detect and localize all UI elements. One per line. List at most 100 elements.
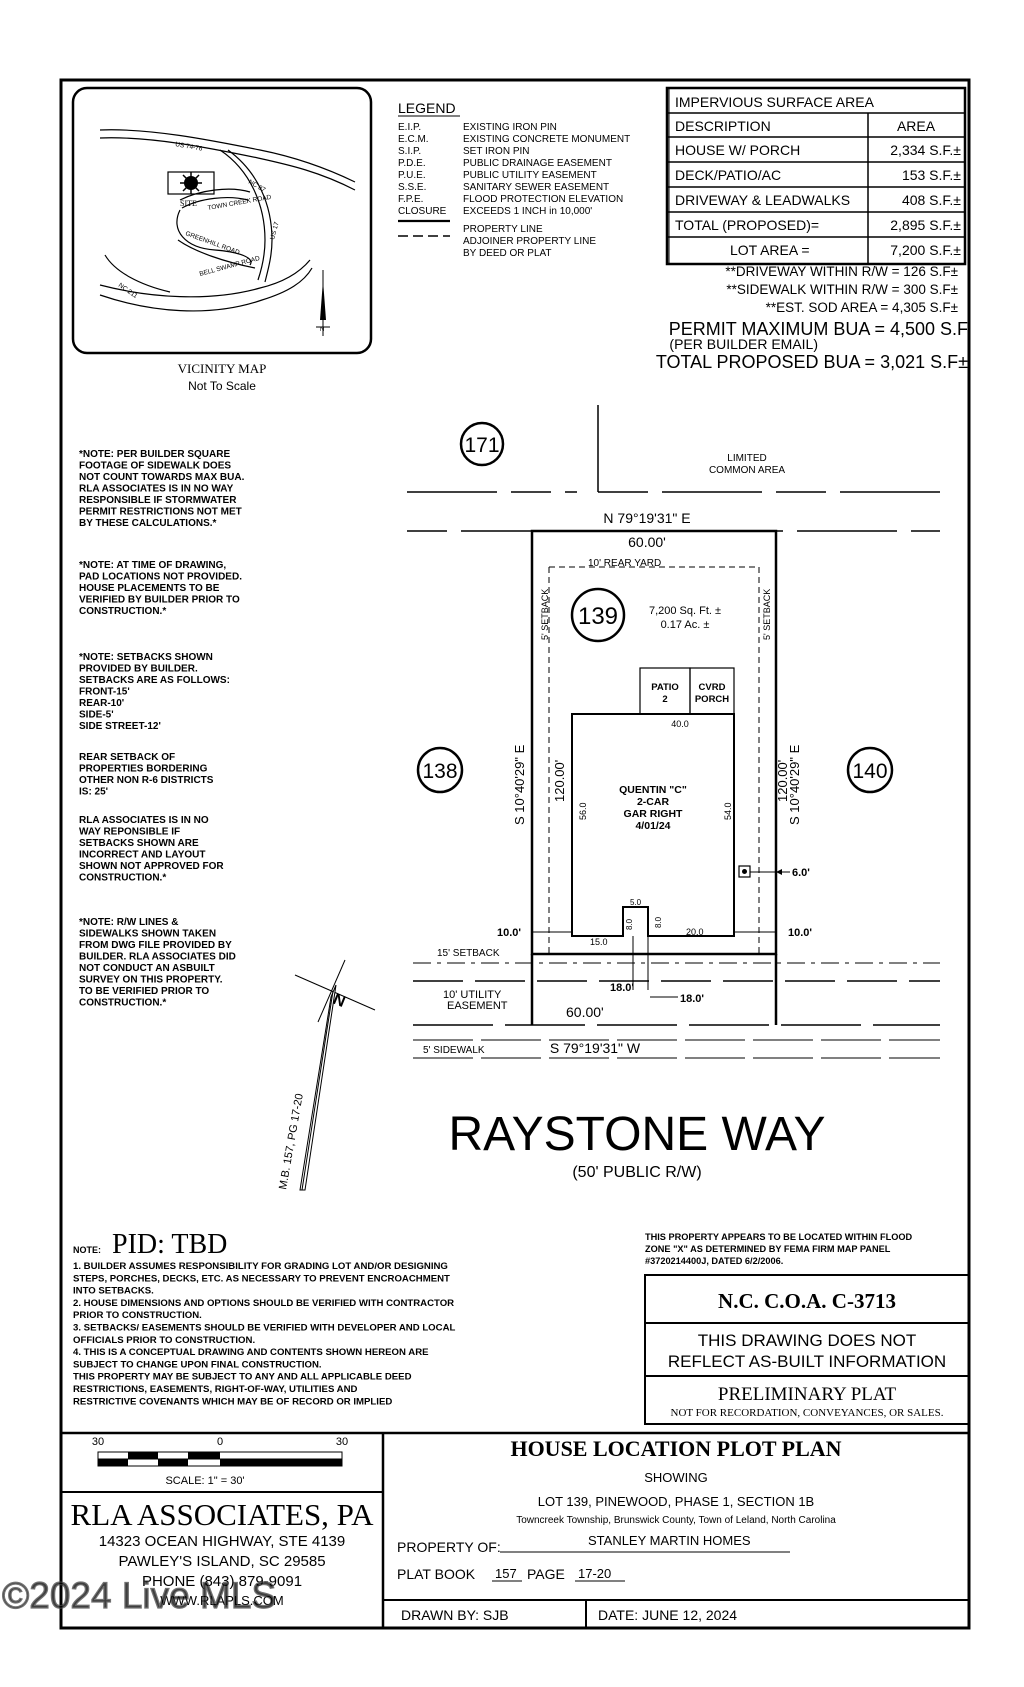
flood-note-line: THIS PROPERTY APPEARS TO BE LOCATED WITH…	[645, 1232, 912, 1242]
watermark: ©2024 Live MLS	[2, 1575, 276, 1616]
street-name: RAYSTONE WAY	[449, 1108, 826, 1161]
general-note-line: SUBJECT TO CHANGE UPON FINAL CONSTRUCTIO…	[73, 1359, 322, 1370]
house-date: 4/01/24	[635, 820, 670, 832]
left-note-line: OTHER NON R-6 DISTRICTS	[79, 775, 214, 786]
common-area-label-2: COMMON AREA	[709, 465, 785, 476]
right-bearing: S 10°40'29" E	[787, 744, 802, 825]
certification-boxes: N.C. C.O.A. C-3713 THIS DRAWING DOES NOT…	[644, 1274, 970, 1425]
legend-abbr: P.D.E.	[398, 158, 426, 169]
left-distance: 120.00'	[552, 760, 567, 802]
lot-139-number: 139	[578, 603, 618, 630]
permit-max-bua: PERMIT MAXIMUM BUA = 4,500 S.F	[669, 319, 968, 339]
house-model: QUENTIN "C"	[619, 784, 687, 796]
plot-drawing: 171 LIMITED COMMON AREA N 79°19'31" E 60…	[407, 405, 940, 1059]
lot-138-number: 138	[422, 760, 457, 783]
legend-desc: EXISTING IRON PIN	[463, 122, 557, 133]
driveway-rw-note: **DRIVEWAY WITHIN R/W = 126 S.F±	[725, 264, 958, 279]
lot-140-number: 140	[852, 760, 887, 783]
preliminary-plat: PRELIMINARY PLAT	[718, 1384, 897, 1405]
left-note-line: NOT COUNT TOWARDS MAX BUA.	[79, 472, 245, 483]
general-note-line: 2. HOUSE DIMENSIONS AND OPTIONS SHOULD B…	[73, 1298, 454, 1309]
company-website: WWW.RLAPLS.COM	[160, 1593, 284, 1608]
impervious-row-description: DRIVEWAY & LEADWALKS	[675, 192, 850, 208]
legend-abbr: F.P.E.	[398, 194, 423, 205]
legend-adjoiner-line-label-1: ADJOINER PROPERTY LINE	[463, 236, 596, 247]
lot-139-boundary	[530, 529, 778, 956]
road-label-us17: US 17	[269, 221, 281, 241]
house-garage-side: GAR RIGHT	[624, 808, 684, 820]
lot-area-acres: 0.17 Ac. ±	[661, 619, 710, 631]
scale-label: SCALE: 1" = 30'	[165, 1475, 244, 1487]
impervious-head-area: AREA	[897, 118, 936, 134]
sidewalk-label: 5' SIDEWALK	[423, 1045, 485, 1056]
left-note-line: FRONT-15'	[79, 687, 130, 698]
left-note-line: IS: 25'	[79, 787, 108, 798]
porch-label-2: PORCH	[695, 694, 729, 705]
general-note-line: RESTRICTIONS, EASEMENTS, RIGHT-OF-WAY, U…	[73, 1384, 358, 1395]
general-note-line: RESTRICTIVE COVENANTS WHICH MAY BE OF RE…	[73, 1396, 392, 1407]
front-setback-label: 15' SETBACK	[437, 948, 500, 959]
map-book-reference: M.B. 157, PG 17-20	[277, 1093, 306, 1191]
vicinity-map-frame	[71, 86, 373, 355]
left-note-line: TO BE VERIFIED PRIOR TO	[79, 986, 209, 997]
flood-note-line: #3720214400J, DATED 6/2/2006.	[645, 1256, 783, 1266]
setback-line	[548, 566, 760, 954]
left-bearing: S 10°40'29" E	[512, 744, 527, 825]
house-dim-20: 20.0	[686, 927, 704, 937]
left-note-line: CONSTRUCTION.*	[79, 873, 166, 884]
left-note-line: SHOWN NOT APPROVED FOR	[79, 861, 224, 872]
site-label: SITE	[180, 199, 197, 208]
north-bearing: N 79°19'31" E	[603, 510, 690, 526]
legend-desc: SANITARY SEWER EASEMENT	[463, 182, 609, 193]
site-marker: SITE	[167, 171, 215, 208]
general-notes: NOTE: PID: TBD 1. BUILDER ASSUMES RESPON…	[73, 1229, 455, 1407]
preliminary-plat-sub: NOT FOR RECORDATION, CONVEYANCES, OR SAL…	[671, 1407, 944, 1419]
total-proposed-bua: TOTAL PROPOSED BUA = 3,021 S.F±	[656, 352, 968, 372]
road-label-bell-swamp: BELL SWAMP ROAD	[199, 255, 261, 278]
impervious-row-description: LOT AREA =	[730, 242, 810, 258]
left-note-line: REAR SETBACK OF	[79, 752, 175, 763]
legend-desc: PUBLIC DRAINAGE EASEMENT	[463, 158, 612, 169]
left-note-line: BY THESE CALCULATIONS.*	[79, 518, 217, 529]
title-block: 30 0 30 SCALE: 1" = 30' RLA ASSOCIATES, …	[61, 1431, 969, 1628]
vicinity-roads	[99, 129, 356, 312]
rear-yard-label: 10' REAR YARD	[588, 558, 661, 569]
left-note-line: BUILDER. RLA ASSOCIATES DID	[79, 952, 236, 963]
legend-property-line-label: PROPERTY LINE	[463, 224, 543, 235]
legend-abbr: S.I.P.	[398, 146, 421, 157]
impervious-row-area: 2,334 S.F.±	[890, 142, 961, 158]
porch-label-1: CVRD	[699, 682, 726, 693]
front-distance: 60.00'	[566, 1004, 604, 1020]
front-dist-18a: 18.0'	[610, 982, 634, 994]
legend: LEGEND E.I.P.EXISTING IRON PINE.C.M.EXIS…	[398, 100, 630, 259]
company-phone: PHONE (843) 879-9091	[142, 1573, 302, 1590]
impervious-row-area: 2,895 S.F.±	[890, 217, 961, 233]
legend-abbr: P.U.E.	[398, 170, 426, 181]
property-owner: STANLEY MARTIN HOMES	[588, 1533, 751, 1548]
south-bearing: S 79°19'31" W	[550, 1040, 641, 1056]
house-dim-40: 40.0	[671, 719, 689, 729]
road-label-town-creek: TOWN CREEK ROAD	[207, 194, 272, 212]
left-note-line: FROM DWG FILE PROVIDED BY	[79, 940, 232, 951]
house-dim-15: 15.0	[590, 937, 608, 947]
left-setback-label: 5' SETBACK	[540, 589, 550, 640]
asbuilt-note-2: REFLECT AS-BUILT INFORMATION	[668, 1352, 946, 1371]
left-offset: 10.0'	[497, 927, 521, 939]
lot-140-circle	[846, 746, 894, 794]
left-note-line: NOT CONDUCT AN ASBUILT	[79, 963, 215, 974]
lot-171-circle	[459, 421, 505, 467]
left-note-line: SIDE STREET-12'	[79, 721, 161, 732]
left-note-line: *NOTE: SETBACKS SHOWN	[79, 652, 213, 663]
left-note-line: RLA ASSOCIATES IS IN NO	[79, 815, 209, 826]
plan-lot-description: LOT 139, PINEWOOD, PHASE 1, SECTION 1B	[538, 1494, 814, 1509]
scale-mid-label: 0	[217, 1436, 223, 1448]
general-note-line: THIS PROPERTY MAY BE SUBJECT TO ANY AND …	[73, 1372, 412, 1383]
left-note-line: CONSTRUCTION.*	[79, 998, 166, 1009]
flood-note-line: ZONE "X" AS DETERMINED BY FEMA FIRM MAP …	[645, 1244, 891, 1254]
page-number: 17-20	[578, 1566, 611, 1581]
general-note-line: 4. THIS IS A CONCEPTUAL DRAWING AND CONT…	[73, 1347, 429, 1358]
left-note-line: SETBACKS SHOWN ARE	[79, 838, 199, 849]
vicinity-map-subtitle: Not To Scale	[188, 379, 256, 393]
